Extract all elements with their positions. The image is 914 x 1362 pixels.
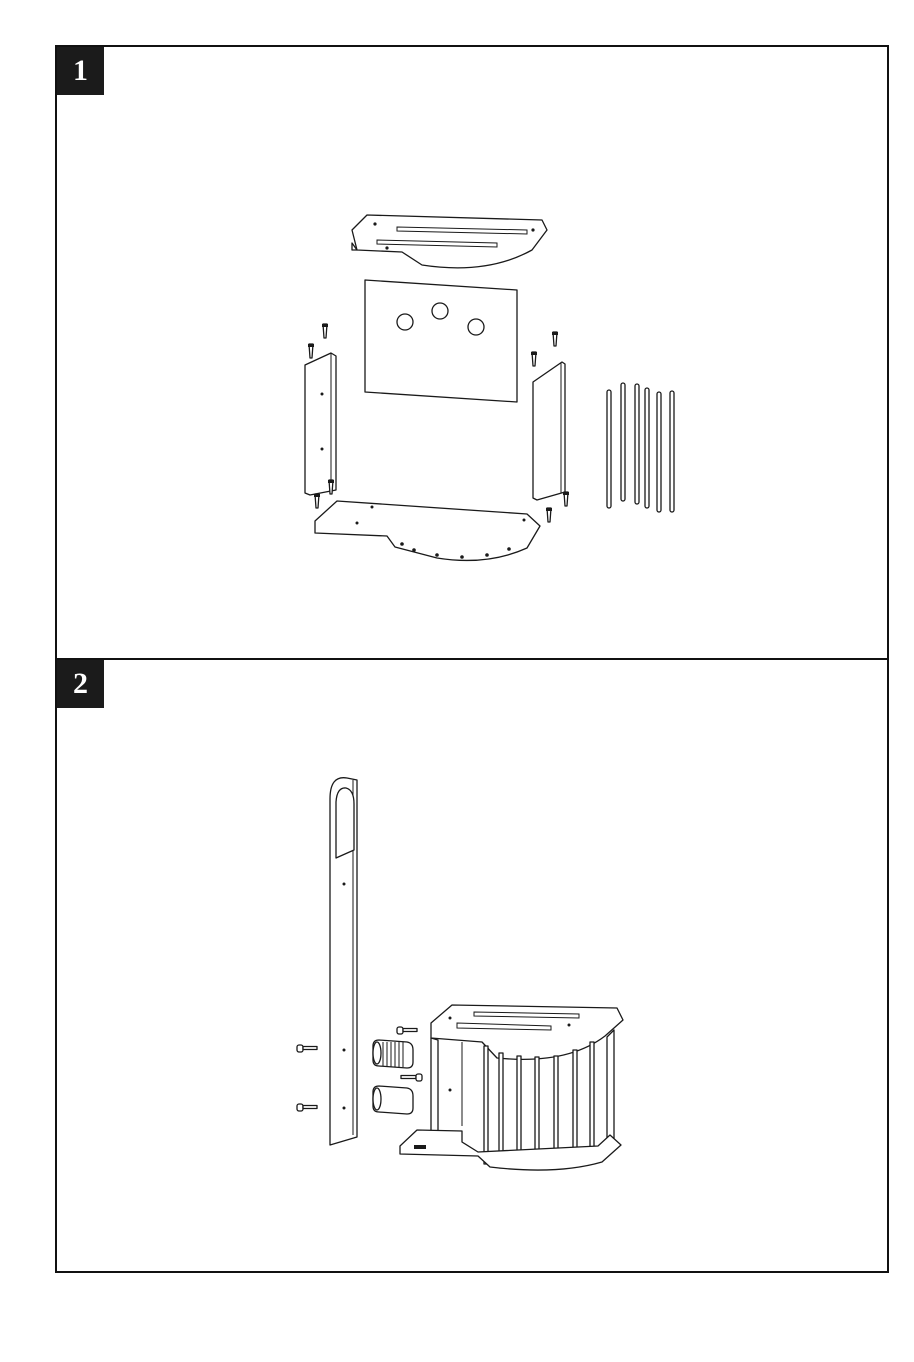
spacer-threaded: [373, 1040, 413, 1068]
left-side-panel: [305, 353, 336, 495]
base-plate: [315, 501, 540, 560]
top-plate: [352, 215, 547, 268]
assembled-cart-body: [400, 1005, 623, 1170]
step-number-badge: 2: [57, 660, 104, 708]
step-2-exploded-diagram: [57, 720, 887, 1260]
step-1-exploded-diagram: [57, 100, 887, 650]
back-panel: [365, 280, 517, 402]
step-number-badge: 1: [57, 47, 104, 95]
step-divider: [55, 658, 889, 660]
handle-upright: [330, 778, 357, 1145]
spacer-plain: [373, 1086, 413, 1114]
right-side-panel: [533, 362, 565, 500]
support-rods: [607, 383, 674, 512]
